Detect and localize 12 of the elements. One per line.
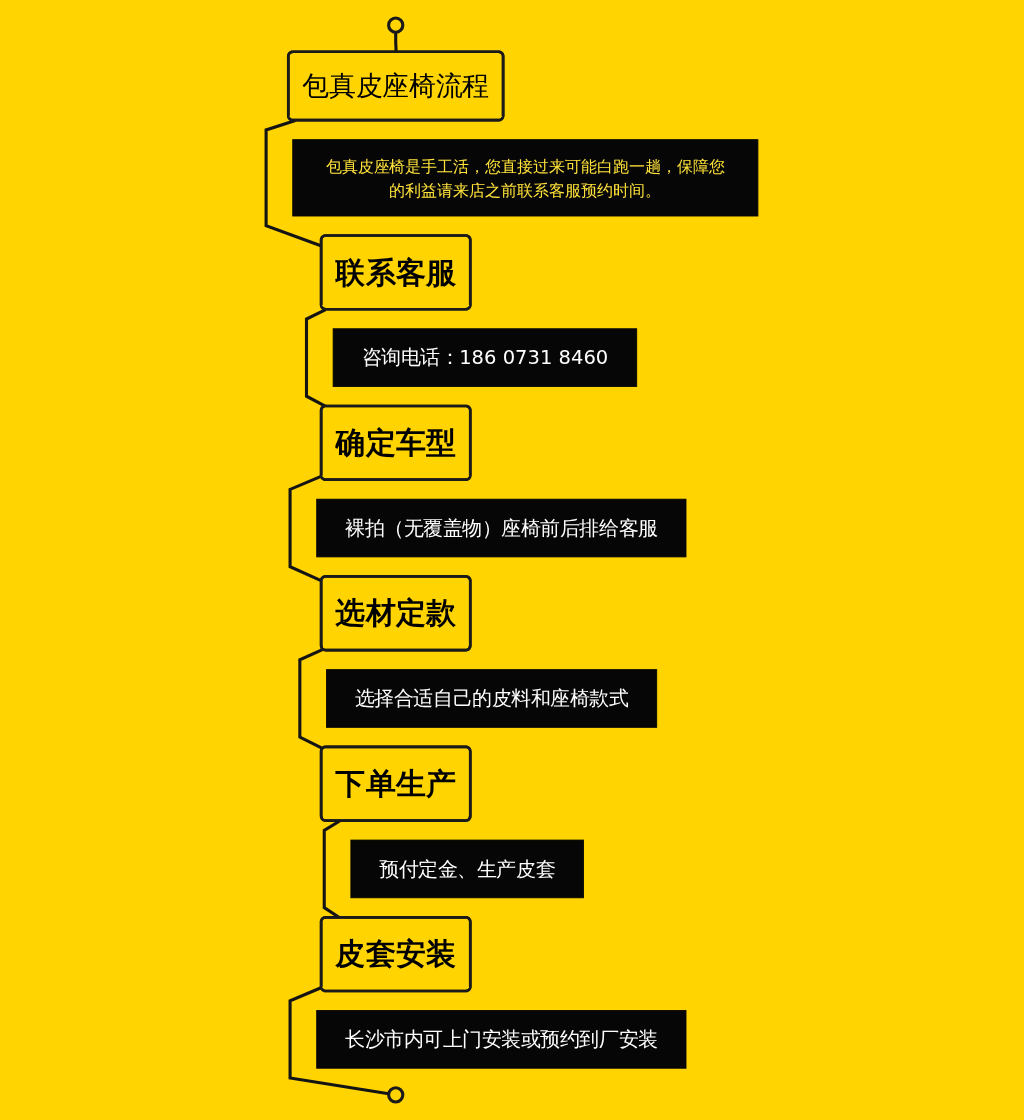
node-box: 选择合适自己的皮料和座椅款式 [326,669,658,728]
node-box: 裸拍（无覆盖物）座椅前后排给客服 [316,498,687,558]
connector [304,308,327,408]
node-box: 长沙市内可上门安装或预约到厂安装 [316,1010,687,1069]
node-box: 预付定金、生产皮套 [350,839,584,899]
connector [298,647,324,750]
node-circle [387,1086,405,1104]
node-box: 包真皮座椅是手工活，您直接过来可能白跑一趟，保障您的利益请来店之前联系客服预约时间。 [292,139,759,217]
connector [288,474,323,583]
connector [288,986,389,1096]
node-circle [387,16,405,34]
node-box: 咨询电话：186 0731 8460 [332,328,638,387]
